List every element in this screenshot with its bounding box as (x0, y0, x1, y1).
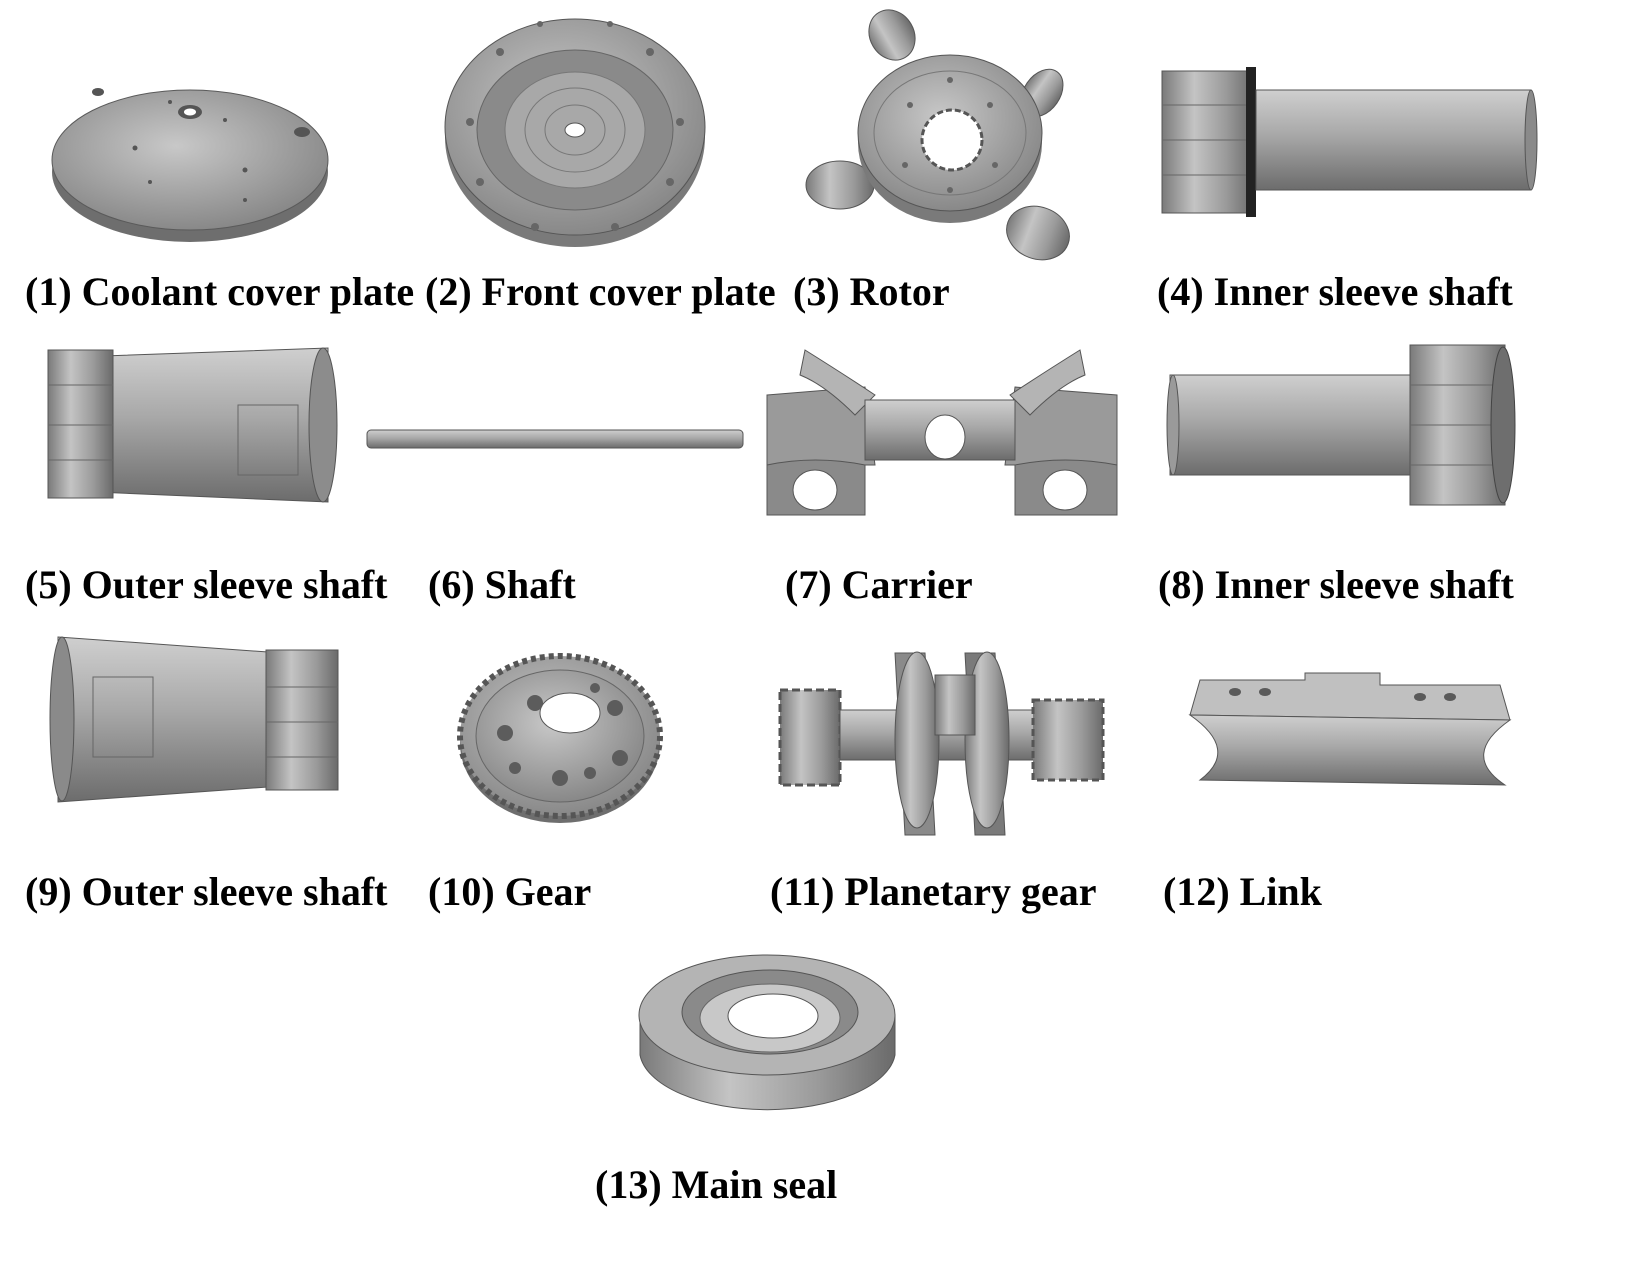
part-outer-sleeve-shaft-a (38, 340, 338, 510)
outer-sleeve-shaft-icon (47, 347, 338, 503)
rotor-icon (805, 9, 1070, 261)
main-seal-icon (638, 954, 896, 1111)
caption-gear: (10) Gear (428, 869, 592, 914)
caption-shaft: (6) Shaft (428, 562, 576, 607)
part-planetary-gear (775, 645, 1110, 840)
coolant-cover-plate-icon (51, 88, 329, 242)
shaft-icon (366, 429, 744, 449)
part-coolant-cover-plate (40, 60, 340, 250)
front-cover-plate-icon (444, 18, 706, 247)
part-outer-sleeve-shaft-b (48, 632, 348, 807)
inner-sleeve-shaft-icon (1161, 67, 1538, 217)
part-inner-sleeve-shaft-a (1158, 65, 1538, 220)
part-link (1180, 670, 1512, 805)
caption-coolant-cover-plate: (1) Coolant cover plate (25, 269, 415, 314)
part-main-seal (635, 950, 900, 1120)
part-shaft (365, 425, 745, 455)
outer-sleeve-shaft-icon (49, 636, 339, 803)
part-carrier (765, 345, 1120, 525)
planetary-gear-icon (778, 651, 1105, 836)
caption-carrier: (7) Carrier (785, 562, 973, 607)
caption-outer-sleeve-shaft-b: (9) Outer sleeve shaft (25, 869, 388, 914)
caption-front-cover-plate: (2) Front cover plate (425, 269, 776, 314)
gear-icon (457, 653, 663, 823)
link-icon (1188, 672, 1512, 786)
caption-rotor: (3) Rotor (793, 269, 950, 314)
part-inner-sleeve-shaft-b (1165, 340, 1545, 510)
caption-link: (12) Link (1163, 869, 1322, 914)
caption-outer-sleeve-shaft-a: (5) Outer sleeve shaft (25, 562, 388, 607)
part-gear (455, 648, 665, 828)
part-rotor (800, 5, 1100, 270)
caption-main-seal: (13) Main seal (595, 1162, 838, 1207)
part-front-cover-plate (440, 12, 710, 252)
inner-sleeve-shaft-icon (1166, 344, 1516, 506)
caption-planetary-gear: (11) Planetary gear (770, 869, 1097, 914)
caption-inner-sleeve-shaft-a: (4) Inner sleeve shaft (1157, 269, 1513, 314)
carrier-icon (766, 349, 1118, 516)
caption-inner-sleeve-shaft-b: (8) Inner sleeve shaft (1158, 562, 1514, 607)
